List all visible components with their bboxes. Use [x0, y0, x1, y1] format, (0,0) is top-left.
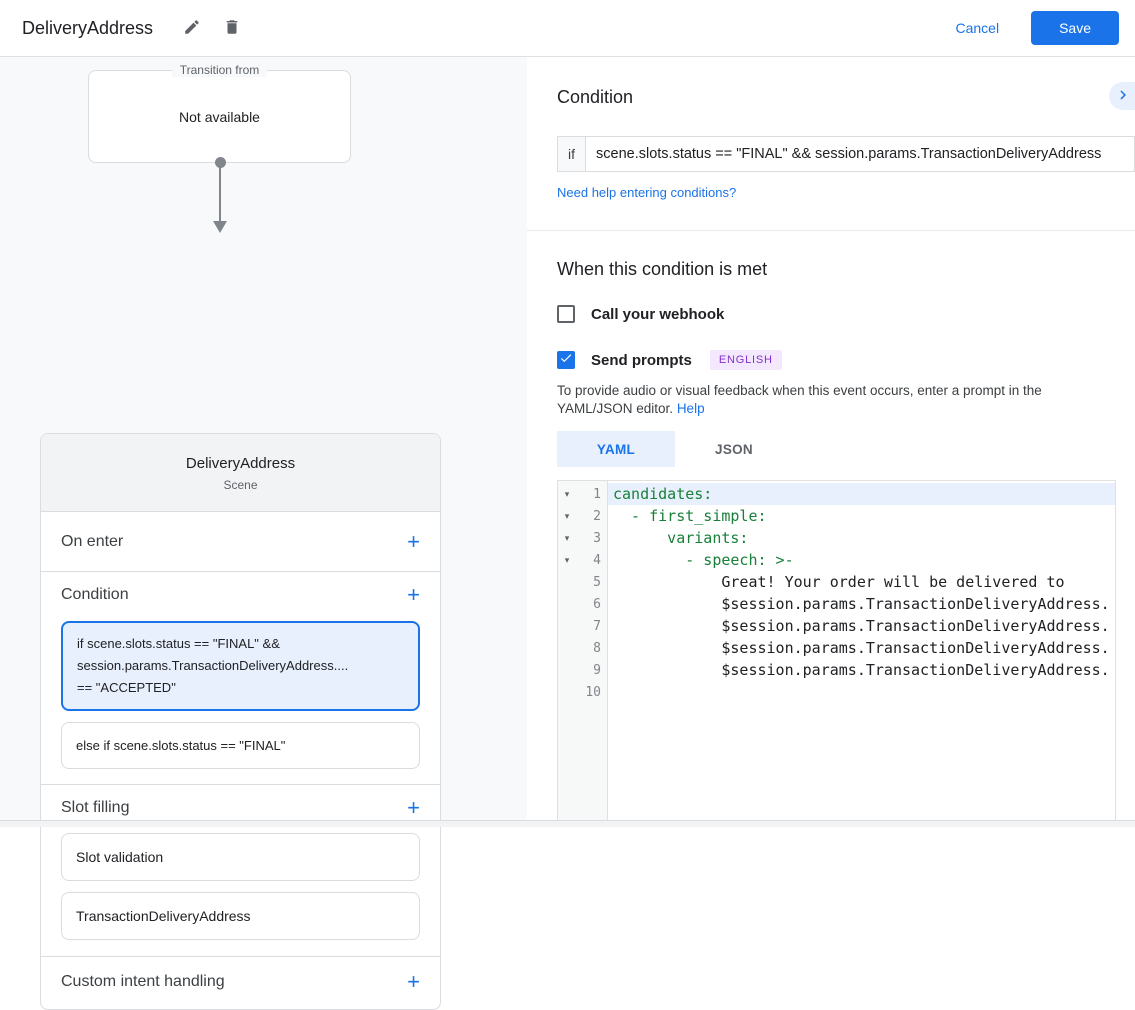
yaml-code-editor[interactable]: ▾ 1 ▾ 2 ▾ 3 ▾ 4 5 6 7 8 9 10 candidates: - f…: [557, 480, 1116, 821]
horizontal-scrollbar[interactable]: [0, 820, 1135, 827]
slot-card[interactable]: TransactionDeliveryAddress: [61, 892, 420, 940]
condition-card-line: session.params.TransactionDeliveryAddres…: [77, 658, 349, 673]
scene-flow-panel: Transition from Not available DeliveryAd…: [0, 57, 527, 1010]
language-badge: ENGLISH: [709, 350, 782, 370]
chevron-right-icon: [1114, 86, 1132, 107]
editor-format-tabs: YAML JSON: [557, 431, 1116, 467]
line-number: 2: [593, 508, 601, 524]
send-prompts-checkbox[interactable]: [557, 351, 575, 369]
add-icon: +: [407, 969, 420, 994]
cancel-button[interactable]: Cancel: [949, 19, 1005, 37]
condition-heading: Condition: [557, 87, 634, 107]
transition-from-value: Not available: [179, 108, 260, 125]
collapse-panel-button[interactable]: [1109, 82, 1135, 110]
pencil-icon: [183, 18, 201, 39]
tab-json[interactable]: JSON: [675, 431, 793, 467]
save-button[interactable]: Save: [1031, 11, 1119, 45]
condition-card-selected[interactable]: if scene.slots.status == "FINAL" && sess…: [61, 621, 420, 711]
webhook-row: Call your webhook: [557, 305, 1116, 323]
section-on-enter: On enter +: [41, 511, 440, 571]
send-prompts-label: Send prompts: [591, 351, 692, 369]
condition-card-line: if scene.slots.status == "FINAL" &&: [77, 636, 280, 651]
transition-connector: [212, 157, 228, 235]
prompt-description-text: To provide audio or visual feedback when…: [557, 383, 1042, 416]
code-line: candidates:: [608, 483, 1115, 505]
fold-arrow-icon[interactable]: ▾: [564, 489, 570, 499]
code-line: $session.params.TransactionDeliveryAddre…: [613, 617, 1110, 635]
prompt-description: To provide audio or visual feedback when…: [557, 382, 1116, 418]
help-link[interactable]: Help: [676, 401, 705, 416]
add-icon: +: [407, 795, 420, 820]
transition-from-box: Transition from Not available: [88, 63, 351, 163]
condition-expression-row: if: [557, 136, 1135, 172]
code-line: Great! Your order will be delivered to: [613, 573, 1065, 591]
section-condition: Condition + if scene.slots.status == "FI…: [41, 571, 440, 784]
condition-help-link[interactable]: Need help entering conditions?: [557, 185, 737, 200]
fold-arrow-icon[interactable]: ▾: [564, 555, 570, 565]
delete-scene-button[interactable]: [217, 12, 247, 45]
add-custom-intent-button[interactable]: +: [407, 971, 420, 993]
condition-section-label: Condition: [61, 586, 129, 603]
line-number: 10: [585, 684, 601, 700]
line-number: 8: [593, 640, 601, 656]
code-line: [608, 681, 1115, 703]
add-condition-button[interactable]: +: [407, 584, 420, 606]
scene-card-header: DeliveryAddress Scene: [41, 434, 440, 511]
connector-line: [219, 165, 221, 223]
code-line: $session.params.TransactionDeliveryAddre…: [613, 595, 1110, 613]
condition-detail-panel: Condition if Need help entering conditio…: [527, 57, 1135, 821]
add-icon: +: [407, 582, 420, 607]
connector-dot: [214, 157, 226, 168]
transition-from-legend: Transition from: [171, 63, 268, 77]
transition-to-card: DeliveryAddress Scene On enter + Conditi…: [40, 433, 441, 1010]
trash-icon: [223, 18, 241, 39]
section-custom-intent: Custom intent handling +: [41, 956, 440, 1007]
fold-arrow-icon[interactable]: ▾: [564, 533, 570, 543]
code-line: variants:: [613, 529, 749, 547]
if-prefix-label: if: [557, 136, 585, 172]
webhook-label: Call your webhook: [591, 305, 725, 323]
line-number: 7: [593, 618, 601, 634]
page-title: DeliveryAddress: [22, 17, 154, 38]
add-slot-button[interactable]: +: [407, 797, 420, 819]
fold-arrow-icon[interactable]: ▾: [564, 511, 570, 521]
condition-input[interactable]: [585, 136, 1135, 172]
condition-card-line: == "ACCEPTED": [77, 680, 176, 695]
on-enter-label: On enter: [61, 532, 124, 550]
tab-yaml[interactable]: YAML: [557, 431, 675, 467]
webhook-checkbox[interactable]: [557, 305, 575, 323]
slot-filling-label: Slot filling: [61, 799, 130, 816]
editor-gutter: ▾ 1 ▾ 2 ▾ 3 ▾ 4 5 6 7 8 9 10: [558, 481, 608, 820]
line-number: 4: [593, 552, 601, 568]
add-icon: +: [407, 528, 420, 554]
edit-scene-button[interactable]: [177, 12, 207, 45]
code-line: $session.params.TransactionDeliveryAddre…: [613, 661, 1110, 679]
custom-intent-label: Custom intent handling: [61, 973, 225, 990]
code-line: - first_simple:: [613, 507, 767, 525]
arrow-down-icon: [213, 221, 227, 233]
when-condition-heading: When this condition is met: [557, 259, 768, 279]
slot-validation-card[interactable]: Slot validation: [61, 833, 420, 881]
code-line: - speech: >-: [613, 551, 794, 569]
add-on-enter-button[interactable]: +: [407, 528, 420, 554]
line-number: 5: [593, 574, 601, 590]
line-number: 3: [593, 530, 601, 546]
code-line: $session.params.TransactionDeliveryAddre…: [613, 639, 1110, 657]
editor-code-area: candidates: - first_simple: variants: - …: [608, 481, 1115, 820]
top-bar: DeliveryAddress Cancel Save: [0, 0, 1135, 57]
section-slot-filling: Slot filling + Slot validation Transacti…: [41, 784, 440, 956]
line-number: 1: [593, 486, 601, 502]
condition-card-else[interactable]: else if scene.slots.status == "FINAL": [61, 722, 420, 769]
scene-type-label: Scene: [223, 478, 258, 492]
line-number: 9: [593, 662, 601, 678]
line-number: 6: [593, 596, 601, 612]
checkmark-icon: [559, 351, 573, 370]
section-divider: [527, 230, 1135, 231]
send-prompts-row: Send prompts ENGLISH: [557, 350, 1116, 370]
scene-name: DeliveryAddress: [185, 455, 296, 472]
